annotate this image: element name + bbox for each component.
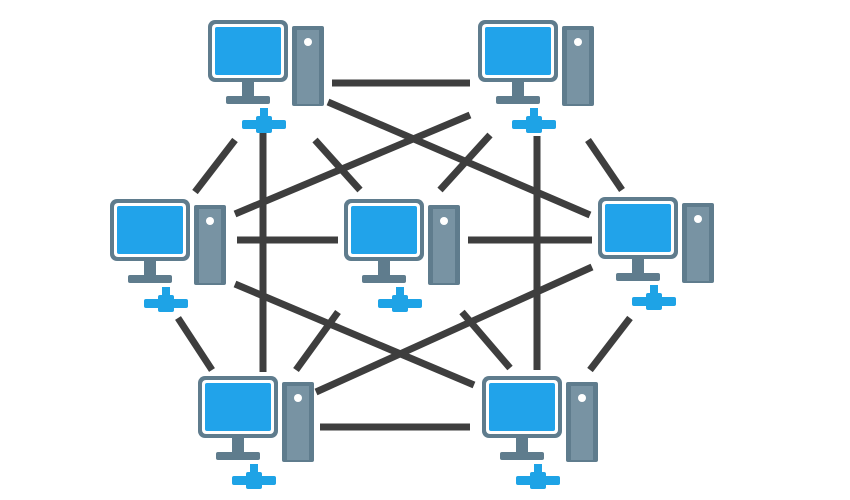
monitor-icon bbox=[598, 197, 678, 281]
network-link-top-right-to-middle-right bbox=[585, 138, 625, 192]
monitor-neck bbox=[632, 259, 644, 273]
network-link-top-left-to-middle-left bbox=[192, 137, 238, 195]
port-hub bbox=[392, 295, 408, 312]
port-hub bbox=[246, 472, 262, 489]
center-computer-icon bbox=[344, 199, 460, 312]
nodes-layer bbox=[110, 20, 714, 489]
network-link-middle-right-to-bottom-left bbox=[314, 263, 594, 396]
power-button-icon bbox=[294, 394, 302, 402]
network-link-middle-left-to-bottom-left bbox=[175, 316, 215, 372]
network-link-middle-left-to-bottom-right bbox=[233, 280, 476, 389]
network-link-middle-right-to-bottom-right bbox=[587, 315, 633, 373]
tower-icon bbox=[282, 382, 314, 462]
monitor-screen bbox=[205, 383, 271, 431]
network-port-icon bbox=[242, 108, 286, 133]
power-button-icon bbox=[440, 217, 448, 225]
monitor-screen bbox=[605, 204, 671, 252]
port-stem bbox=[534, 464, 542, 476]
port-stem bbox=[650, 285, 658, 297]
tower-panel bbox=[199, 209, 221, 283]
network-link-top-left-to-middle-right bbox=[326, 98, 592, 219]
network-link-top-right-to-middle-left bbox=[233, 111, 472, 218]
port-stem bbox=[250, 464, 258, 476]
port-hub bbox=[526, 116, 542, 133]
tower-icon bbox=[428, 205, 460, 285]
links-layer bbox=[175, 79, 633, 431]
port-stem bbox=[530, 108, 538, 120]
monitor-icon bbox=[478, 20, 558, 104]
monitor-neck bbox=[516, 438, 528, 452]
tower-panel bbox=[433, 209, 455, 283]
top-right-computer-icon bbox=[478, 20, 594, 133]
monitor-screen bbox=[489, 383, 555, 431]
network-port-icon bbox=[632, 285, 676, 310]
power-button-icon bbox=[206, 217, 214, 225]
tower-panel bbox=[687, 207, 709, 281]
network-port-icon bbox=[378, 287, 422, 312]
tower-icon bbox=[194, 205, 226, 285]
monitor-base bbox=[500, 452, 544, 460]
monitor-neck bbox=[512, 82, 524, 96]
network-port-icon bbox=[144, 287, 188, 312]
tower-panel bbox=[571, 386, 593, 460]
port-stem bbox=[260, 108, 268, 120]
monitor-icon bbox=[198, 376, 278, 460]
monitor-icon bbox=[344, 199, 424, 283]
monitor-base bbox=[128, 275, 172, 283]
network-link-top-right-to-center bbox=[437, 132, 493, 193]
monitor-neck bbox=[242, 82, 254, 96]
bottom-right-computer-icon bbox=[482, 376, 598, 489]
network-port-icon bbox=[512, 108, 556, 133]
tower-panel bbox=[297, 30, 319, 104]
tower-panel bbox=[567, 30, 589, 104]
monitor-icon bbox=[482, 376, 562, 460]
tower-panel bbox=[287, 386, 309, 460]
network-port-icon bbox=[516, 464, 560, 489]
monitor-screen bbox=[215, 27, 281, 75]
port-hub bbox=[158, 295, 174, 312]
bottom-left-computer-icon bbox=[198, 376, 314, 489]
network-port-icon bbox=[232, 464, 276, 489]
monitor-base bbox=[496, 96, 540, 104]
monitor-neck bbox=[144, 261, 156, 275]
tower-icon bbox=[566, 382, 598, 462]
monitor-neck bbox=[378, 261, 390, 275]
monitor-neck bbox=[232, 438, 244, 452]
port-hub bbox=[646, 293, 662, 310]
power-button-icon bbox=[578, 394, 586, 402]
power-button-icon bbox=[694, 215, 702, 223]
monitor-base bbox=[362, 275, 406, 283]
tower-icon bbox=[292, 26, 324, 106]
monitor-screen bbox=[485, 27, 551, 75]
port-hub bbox=[530, 472, 546, 489]
middle-left-computer-icon bbox=[110, 199, 226, 312]
monitor-base bbox=[216, 452, 260, 460]
power-button-icon bbox=[574, 38, 582, 46]
monitor-base bbox=[616, 273, 660, 281]
port-stem bbox=[162, 287, 170, 299]
monitor-icon bbox=[208, 20, 288, 104]
power-button-icon bbox=[304, 38, 312, 46]
monitor-screen bbox=[351, 206, 417, 254]
middle-right-computer-icon bbox=[598, 197, 714, 310]
top-left-computer-icon bbox=[208, 20, 324, 133]
monitor-base bbox=[226, 96, 270, 104]
tower-icon bbox=[682, 203, 714, 283]
monitor-icon bbox=[110, 199, 190, 283]
port-hub bbox=[256, 116, 272, 133]
network-link-top-left-to-center bbox=[312, 137, 363, 193]
port-stem bbox=[396, 287, 404, 299]
network-link-center-to-bottom-left bbox=[293, 309, 341, 373]
tower-icon bbox=[562, 26, 594, 106]
monitor-screen bbox=[117, 206, 183, 254]
